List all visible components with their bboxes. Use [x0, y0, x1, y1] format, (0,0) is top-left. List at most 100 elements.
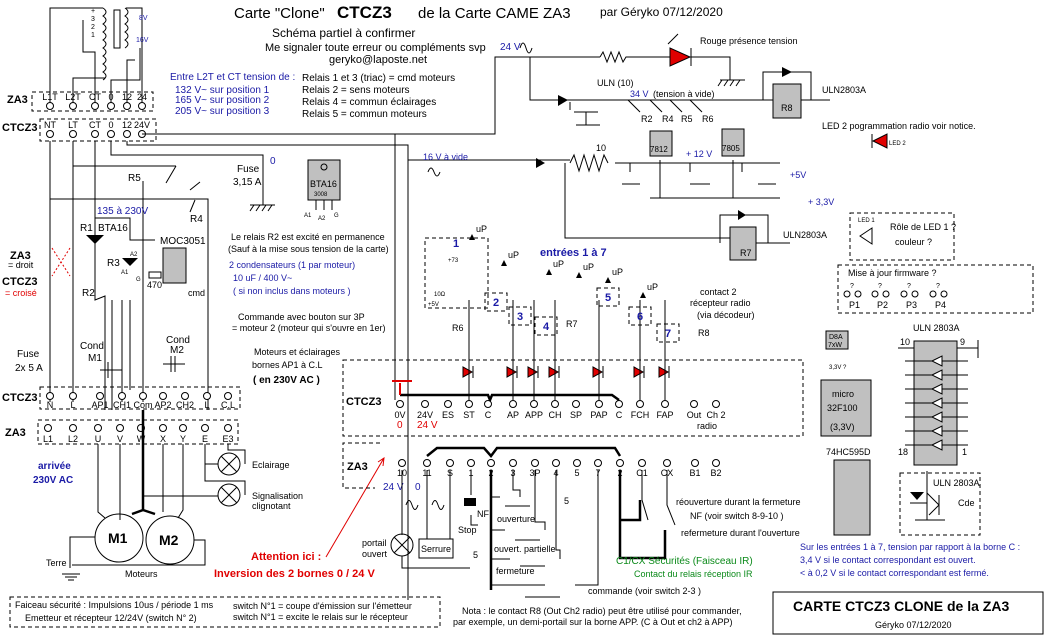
terminal [712, 459, 720, 467]
firmware-pad [911, 290, 919, 298]
terminal-label: U [95, 434, 102, 444]
terminal-label: W [137, 434, 146, 444]
title-suffix: de la Carte CAME ZA3 [418, 5, 571, 22]
input-number: 2 [493, 297, 499, 309]
terminal-label: PAP [590, 410, 607, 420]
micro-part: 32F100 [827, 403, 858, 413]
led1-box [849, 212, 955, 261]
terminal-label: CT [89, 92, 101, 102]
ctcz3-input-label: CTCZ3 [346, 396, 381, 408]
ground-icon [717, 79, 745, 87]
cde-label: Cde [958, 498, 975, 508]
terminal [44, 424, 52, 432]
led1-icon [859, 227, 873, 245]
uln-driver-lines [898, 340, 979, 451]
uln-r8-label: ULN2803A [822, 85, 866, 95]
cond1-motor: M1 [88, 353, 102, 364]
firmware-pad-label: P3 [906, 300, 917, 310]
za3-note: ZA3 [10, 250, 31, 262]
mains-voltage: 230V AC [33, 475, 73, 486]
firmware-pad [940, 290, 948, 298]
terminal [107, 102, 115, 110]
terminal [509, 400, 517, 408]
diode-icon [558, 95, 568, 106]
input-number: 3 [517, 311, 523, 323]
voltage-135-230: 135 à 230V [97, 206, 148, 217]
terminal-label: C.L [221, 400, 235, 410]
input-led-icon [462, 366, 474, 378]
cross-icon [51, 247, 71, 277]
terminal [159, 392, 167, 400]
diode-icon [782, 67, 792, 77]
reg2-label: 7805 [722, 144, 740, 153]
terminal [691, 459, 699, 467]
uln10-label: ULN (10) [597, 78, 634, 88]
motor-m1 [94, 513, 144, 563]
refermeture-label: refermeture durant l'ouverture [681, 528, 800, 538]
input-number: 5 [605, 292, 611, 304]
title-prefix: Carte "Clone" [234, 5, 325, 22]
portail-label: ouvert [362, 549, 388, 559]
firmware-pad-label: P2 [877, 300, 888, 310]
terminal [531, 459, 539, 467]
mid-note: Moteurs et éclairages [254, 347, 341, 357]
mid-note: Le relais R2 est excité en permanence [231, 232, 385, 242]
r7-input-label: R7 [566, 319, 578, 329]
warning-line2: Inversion des 2 bornes 0 / 24 V [214, 568, 375, 580]
res470-label: 470 [147, 280, 162, 290]
relay-note: Relais 4 = commun éclairages [302, 97, 436, 108]
moteurs-label: Moteurs [125, 569, 158, 579]
cmd-label: cmd [188, 288, 205, 298]
d8a-label: D8A [829, 334, 843, 341]
red-24v: 24 V [417, 420, 438, 431]
terminal [465, 400, 473, 408]
terminal [444, 400, 452, 408]
safety-line: Faiceau sécurité : Impulsions 10us / pér… [15, 600, 214, 610]
terminal-label: B2 [710, 468, 721, 478]
serrure-label: Serrure [421, 544, 451, 554]
input-box [508, 306, 532, 326]
terminal-label: X [160, 434, 166, 444]
input-number: 7 [665, 328, 671, 340]
subtitle: Schéma partiel à confirmer [272, 26, 415, 40]
relay-tap: R6 [702, 114, 714, 124]
reouverture-label: réouverture durant la fermeture [676, 497, 801, 507]
g-label: G [136, 277, 141, 283]
secu-contact-label: Contact du relais réception IR [634, 569, 753, 579]
terminal [615, 400, 623, 408]
terminal [661, 400, 669, 408]
tap-label: + [91, 8, 95, 15]
terminal-label: L2T [65, 92, 81, 102]
tension-line: 132 V~ sur position 1 [175, 85, 270, 96]
terminal [116, 424, 124, 432]
warning-arrow [325, 456, 385, 558]
terminal [201, 424, 209, 432]
tap-label: 2 [91, 24, 95, 31]
terminal-label: ES [442, 410, 454, 420]
terminal-label: 12 [122, 120, 132, 130]
mid-note: 10 uF / 400 V~ [233, 273, 292, 283]
partielle-label: ouvert. partielle [494, 544, 556, 554]
diode-icon [910, 492, 924, 500]
warning-line1: Attention ici : [251, 551, 321, 563]
ctcz3-power-block [39, 386, 241, 410]
firmware-pad-label: P1 [849, 300, 860, 310]
terminal [423, 459, 431, 467]
mid-note: 2 condensateurs (1 par moteur) [229, 260, 355, 270]
terminal-label: 0 [108, 92, 113, 102]
terminal-label: B1 [689, 468, 700, 478]
ground-icon [392, 380, 412, 395]
title-block-title: CARTE CTCZ3 CLONE de la ZA3 [793, 598, 1009, 614]
up-label: uP [583, 262, 594, 272]
tap-label: 1 [91, 32, 95, 39]
firmware-pad-label: P4 [935, 300, 946, 310]
five-label: 5 [473, 550, 478, 560]
radio-note: contact 2 [700, 287, 737, 297]
five-label: 5 [564, 496, 569, 506]
terminal [123, 102, 131, 110]
terminal-label: 24V [417, 410, 433, 420]
terminal-label: 12 [122, 92, 132, 102]
croise-note: = croisé [5, 288, 37, 298]
author: par Géryko 07/12/2020 [600, 5, 723, 19]
